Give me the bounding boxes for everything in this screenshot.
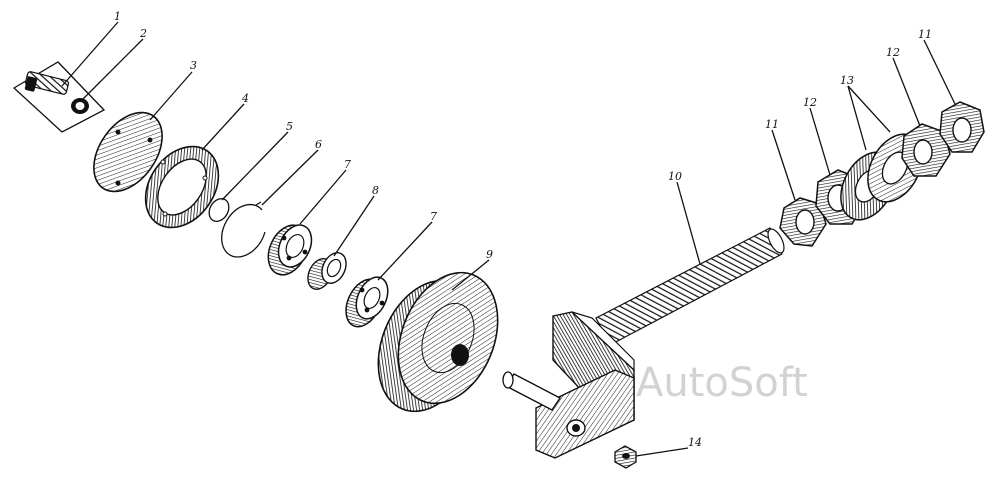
- callout-7a: 7: [344, 158, 351, 171]
- hex-nut-icon: [779, 197, 827, 247]
- retaining-ring-icon: [208, 198, 230, 222]
- callout-7b: 7: [430, 210, 437, 223]
- callout-12a: 12: [803, 96, 817, 109]
- callout-11a: 11: [765, 118, 779, 131]
- pulley-icon: [377, 271, 499, 413]
- callout-14: 14: [688, 436, 702, 449]
- callout-3: 3: [190, 59, 197, 72]
- grease-fitting-icon: [614, 445, 637, 469]
- spacer-bushing-icon: [307, 252, 347, 290]
- hex-nut-icon: [901, 123, 951, 177]
- bolt-icon: [12, 61, 106, 133]
- snap-ring-icon: [221, 201, 266, 258]
- bracket-axle-icon: [502, 227, 785, 459]
- cover-plate-icon: [93, 111, 163, 193]
- watermark: AutoSoft: [636, 360, 808, 406]
- callout-2: 2: [139, 27, 147, 40]
- washer-icon: [71, 98, 89, 114]
- gasket-icon: [144, 145, 220, 229]
- callout-4: 4: [241, 92, 249, 105]
- callout-6: 6: [315, 138, 322, 151]
- hex-nut-icon: [939, 101, 985, 153]
- callout-5: 5: [286, 120, 293, 133]
- ball-bearing-icon: [345, 276, 389, 328]
- callout-12b: 12: [886, 46, 900, 59]
- callout-9: 9: [486, 248, 493, 261]
- callout-10: 10: [668, 170, 682, 183]
- callout-11b: 11: [918, 28, 932, 41]
- leader-lines: [61, 21, 956, 457]
- callout-13: 13: [840, 74, 854, 87]
- callout-8: 8: [372, 184, 379, 197]
- callout-1: 1: [114, 10, 121, 23]
- ball-bearing-icon: [267, 224, 313, 276]
